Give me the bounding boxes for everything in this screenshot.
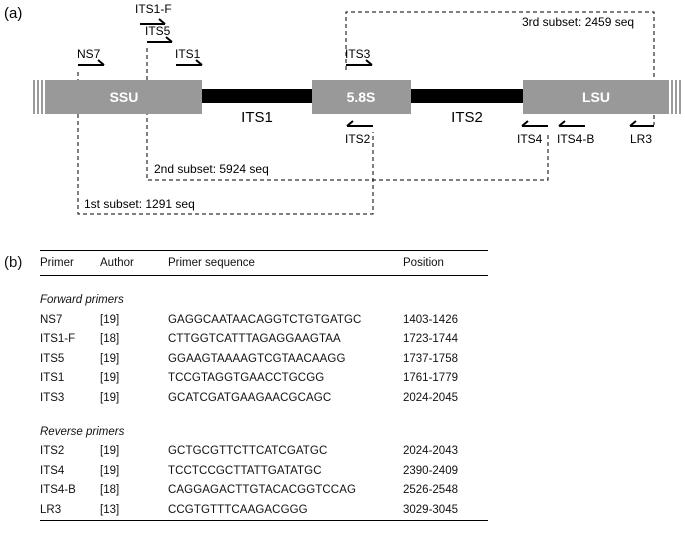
third-subset-bracket <box>345 11 655 125</box>
primer-sequence: GAGGCAATAACAGGTCTGTGATGC <box>168 313 362 326</box>
primer-sequence: GCATCGATGAAGAACGCAGC <box>168 391 332 404</box>
table-row: ITS5 [19] GGAAGTAAAAGTCGTAACAAGG 1737-17… <box>40 349 488 369</box>
its3-arrow <box>346 59 373 66</box>
panel-b-label: (b) <box>4 254 23 271</box>
reverse-primers-label: Reverse primers <box>40 425 125 438</box>
primer-sequence: GGAAGTAAAAGTCGTAACAAGG <box>168 352 346 365</box>
table-row: ITS4 [19] TCCTCCGCTTATTGATATGC 2390-2409 <box>40 461 488 481</box>
header-primer: Primer <box>40 250 100 276</box>
primer-sequence: TCCTCCGCTTATTGATATGC <box>168 464 322 477</box>
third-subset-label: 3rd subset: 2459 seq <box>522 15 634 29</box>
first-subset-label: 1st subset: 1291 seq <box>84 197 195 211</box>
rdna-diagram: (a) 3rd subset: 2459 seq 2nd subset: 592… <box>4 2 681 215</box>
primer-position: 1761-1779 <box>403 372 458 385</box>
table-row: ITS2 [19] GCTGCGTTCTTCATCGATGC 2024-2043 <box>40 442 488 462</box>
first-subset-bracket <box>77 72 374 215</box>
primer-sequence: CCGTGTTTCAAGACGGG <box>168 500 403 521</box>
primer-position: 1723-1744 <box>403 333 458 346</box>
forward-primers-label: Forward primers <box>40 294 124 306</box>
its1-spacer <box>202 89 312 103</box>
panel-a-label: (a) <box>4 5 22 22</box>
lr3-label: LR3 <box>630 132 652 146</box>
primer-table: Primer Author Primer sequence Position F… <box>40 250 488 521</box>
its4-label: ITS4 <box>517 132 543 146</box>
primer-position: 3029-3045 <box>403 500 488 521</box>
ssu-region <box>45 80 202 114</box>
primer-sequence: CAGGAGACTTGTACACGGTCCAG <box>168 484 357 497</box>
primer-name: ITS1 <box>40 372 65 385</box>
primer-author: [19] <box>100 391 120 404</box>
primer-author: [13] <box>100 500 168 521</box>
primer-position: 1403-1426 <box>403 313 458 326</box>
its4-arrow <box>521 120 548 127</box>
primer-author: [19] <box>100 352 120 365</box>
primer-position: 2024-2043 <box>403 445 458 458</box>
its2-region-label: ITS2 <box>451 109 483 126</box>
its5-label: ITS5 <box>145 24 171 38</box>
its1f-arrow <box>140 18 166 25</box>
forward-primer-arrows <box>78 18 373 66</box>
table-row: LR3 [13] CCGTGTTTCAAGACGGG 3029-3045 <box>40 500 488 521</box>
its3-label: ITS3 <box>345 47 371 61</box>
primer-author: [19] <box>100 313 120 326</box>
primer-position: 1737-1758 <box>403 352 458 365</box>
primer-sequence: CTTGGTCATTTAGAGGAAGTAA <box>168 333 341 346</box>
primer-name: NS7 <box>40 313 63 326</box>
header-position: Position <box>403 250 488 276</box>
second-subset-label: 2nd subset: 5924 seq <box>154 162 269 176</box>
table-row: ITS3 [19] GCATCGATGAAGAACGCAGC 2024-2045 <box>40 388 488 408</box>
primer-sequence: TCCGTAGGTGAACCTGCGG <box>168 372 325 385</box>
header-author: Author <box>100 250 168 276</box>
reverse-group-row: Reverse primers <box>40 422 488 442</box>
lsu-label: LSU <box>582 89 610 105</box>
primer-name: ITS4-B <box>40 484 76 497</box>
its2-spacer <box>411 89 523 103</box>
primer-name: LR3 <box>40 500 100 521</box>
its4b-arrow <box>558 120 585 127</box>
table-row: ITS1-F [18] CTTGGTCATTTAGAGGAAGTAA 1723-… <box>40 330 488 350</box>
its1-region-label: ITS1 <box>241 109 273 126</box>
table-header-row: Primer Author Primer sequence Position <box>40 250 488 276</box>
its1-arrow <box>176 59 203 66</box>
s58-region <box>312 80 411 114</box>
its2-label: ITS2 <box>345 132 371 146</box>
gene-tail-left <box>33 80 43 114</box>
primer-name: ITS4 <box>40 464 65 477</box>
primer-author: [19] <box>100 464 120 477</box>
its1f-label: ITS1-F <box>135 2 172 16</box>
lr3-arrow <box>629 120 654 127</box>
primer-author: [19] <box>100 372 120 385</box>
primer-author: [18] <box>100 484 120 497</box>
primer-name: ITS1-F <box>40 333 76 346</box>
primer-name: ITS3 <box>40 391 65 404</box>
table-row: NS7 [19] GAGGCAATAACAGGTCTGTGATGC 1403-1… <box>40 310 488 330</box>
s58-label: 5.8S <box>347 89 376 105</box>
primer-position: 2390-2409 <box>403 464 458 477</box>
its2-arrow <box>346 120 373 127</box>
primer-position: 2024-2045 <box>403 391 458 404</box>
primer-name: ITS2 <box>40 445 65 458</box>
primer-author: [19] <box>100 445 120 458</box>
its1-primer-label: ITS1 <box>175 47 201 61</box>
primer-author: [18] <box>100 333 120 346</box>
ns7-label: NS7 <box>77 47 101 61</box>
its4b-label: ITS4-B <box>557 132 594 146</box>
ns7-arrow <box>78 59 105 66</box>
gene-tail-right <box>671 80 681 114</box>
reverse-primer-arrows <box>346 120 654 127</box>
ssu-label: SSU <box>110 89 139 105</box>
primer-position: 2526-2548 <box>403 484 458 497</box>
primer-sequence: GCTGCGTTCTTCATCGATGC <box>168 445 328 458</box>
forward-group-row: Forward primers <box>40 290 488 310</box>
lsu-region <box>523 80 669 114</box>
table-row: ITS1 [19] TCCGTAGGTGAACCTGCGG 1761-1779 <box>40 369 488 389</box>
its5-arrow <box>147 36 173 43</box>
header-sequence: Primer sequence <box>168 250 403 276</box>
table-row: ITS4-B [18] CAGGAGACTTGTACACGGTCCAG 2526… <box>40 481 488 501</box>
primer-name: ITS5 <box>40 352 65 365</box>
